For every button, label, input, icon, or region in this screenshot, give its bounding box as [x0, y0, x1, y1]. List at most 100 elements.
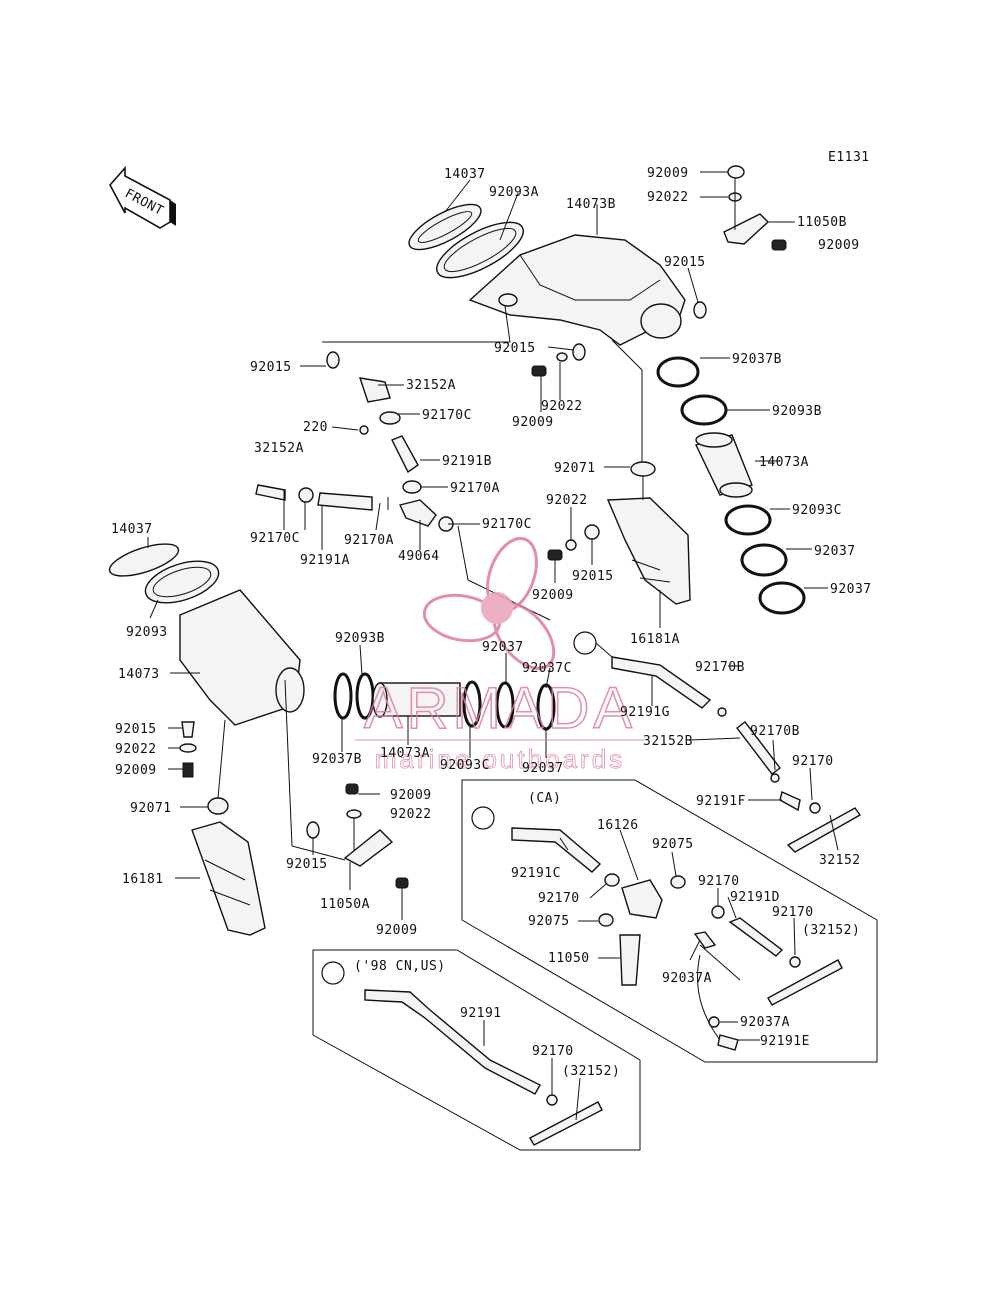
callout-92037-r1: 92037: [814, 544, 856, 559]
washer-92022-r2: [565, 539, 577, 551]
callout-92170-cn: 92170: [532, 1044, 574, 1059]
callout-92015-l2: 92015: [115, 722, 157, 737]
bolt-92009-m4: [395, 877, 409, 889]
seal-92093b-r: [680, 394, 728, 426]
hose-92191d: [728, 917, 784, 957]
callout-92015-l1: 92015: [250, 360, 292, 375]
washer-92022-l: [179, 743, 197, 753]
callout-16126: 16126: [597, 818, 639, 833]
callout-14073b: 14073B: [566, 197, 616, 212]
bracket-11050: [619, 934, 641, 986]
callout-92022-mid: 92022: [541, 399, 583, 414]
callout-11050a: 11050A: [320, 897, 370, 912]
seal-92093c-r: [724, 504, 772, 536]
clamp-92170b-1: [717, 707, 727, 717]
callout-92037c: 92037C: [522, 661, 572, 676]
pipe-32152-p1: [767, 959, 843, 1006]
callout-92191c: 92191C: [511, 866, 561, 881]
screw-220: [359, 425, 369, 435]
clamp-92037-r1: [740, 543, 788, 577]
hose-32152b: [736, 721, 781, 775]
callout-92170-ca3: 92170: [772, 905, 814, 920]
callout-92015-m3: 92015: [286, 857, 328, 872]
callout-92037b-r: 92037B: [732, 352, 782, 367]
callout-92170b-2: 92170B: [750, 724, 800, 739]
gasket-14037-top: [408, 203, 482, 251]
callout-92037b-m: 92037B: [312, 752, 362, 767]
callout-92037a-2: 92037A: [740, 1015, 790, 1030]
clamp-92170-r: [809, 802, 821, 814]
grommet-92015-l2: [181, 721, 195, 738]
callout-labels: 14037 92093A 14073B 92009 92022 11050B 9…: [111, 166, 872, 1079]
clamp-92037b-m: [333, 672, 353, 720]
callout-92071-r: 92071: [554, 461, 596, 476]
callout-92191g: 92191G: [620, 705, 670, 720]
clamp-92170a-1: [402, 480, 422, 494]
callout-92170-ca2: 92170: [698, 874, 740, 889]
propeller-icon: [422, 537, 556, 670]
gasket-14037-left: [108, 543, 180, 577]
callout-92015-tr: 92015: [664, 255, 706, 270]
ca-label: (CA): [528, 791, 561, 806]
airbox-14073: [179, 589, 305, 726]
callout-92093c-r: 92093C: [792, 503, 842, 518]
tank-16181a: [606, 497, 691, 605]
grommet-92071-r: [630, 461, 656, 477]
callout-92037a-1: 92037A: [662, 971, 712, 986]
bracket-11050a: [343, 829, 394, 867]
callout-49064: 49064: [398, 549, 440, 564]
callout-92170a-1: 92170A: [450, 481, 500, 496]
callout-92022-r2: 92022: [546, 493, 588, 508]
callout-92170-ca1: 92170: [538, 891, 580, 906]
callout-32152a-2: 32152A: [254, 441, 304, 456]
grommet-92015-mid: [572, 343, 586, 361]
seal-92093-left: [144, 560, 220, 604]
clamp-92170-ca2: [711, 905, 725, 919]
callout-92191a: 92191A: [300, 553, 350, 568]
bolt-92009-l: [182, 762, 194, 778]
grommet-92015-r2: [584, 524, 600, 540]
clamp-92170c-1: [379, 411, 401, 425]
clamp-92170c-2: [298, 487, 314, 503]
valve-49064: [399, 499, 437, 527]
grommet-92015-m3: [306, 821, 320, 839]
hose-92191g: [611, 656, 712, 709]
callout-92170a-2: 92170A: [344, 533, 394, 548]
pipe-32152: [786, 807, 862, 853]
callout-92022-left: 92022: [115, 742, 157, 757]
callout-92071-left: 92071: [130, 801, 172, 816]
callout-92015-mid: 92015: [494, 341, 536, 356]
bolt-92009-r2: [547, 549, 563, 561]
bracket-32152a: [358, 377, 391, 403]
pipe-32152-p2: [529, 1101, 603, 1146]
bolt-92009-mid: [531, 365, 547, 377]
tube-14073a-m: [372, 682, 461, 718]
callout-32152: 32152: [819, 853, 861, 868]
callout-92191: 92191: [460, 1006, 502, 1021]
callout-92093-left: 92093: [126, 625, 168, 640]
bolt-92009-m3: [345, 783, 359, 795]
hose-92191c: [511, 827, 602, 873]
callout-14073a-r: 14073A: [759, 455, 809, 470]
diagram-code: E1131: [828, 150, 870, 165]
grommet-92015-tr: [693, 301, 707, 319]
callout-92009-tr: 92009: [818, 238, 860, 253]
callout-92022-m3: 92022: [390, 807, 432, 822]
clamp-92037b-r: [656, 356, 700, 388]
duct-14073b: [468, 234, 686, 346]
callout-92009-top: 92009: [647, 166, 689, 181]
callout-92037-r2: 92037: [830, 582, 872, 597]
watermark-tagline: marine outboards: [375, 744, 625, 774]
callout-16181a: 16181A: [630, 632, 680, 647]
callout-92191b: 92191B: [442, 454, 492, 469]
ref-a-circle-1: [573, 631, 597, 655]
callout-32152-p1: (32152): [802, 923, 860, 938]
callout-92009-m3: 92009: [390, 788, 432, 803]
callout-14037-top: 14037: [444, 167, 486, 182]
ca-panel: [461, 779, 878, 1063]
callout-92170-r: 92170: [792, 754, 834, 769]
washer-92022-mid: [556, 352, 568, 362]
callout-92191e: 92191E: [760, 1034, 810, 1049]
grommet-92071-l: [207, 797, 229, 815]
